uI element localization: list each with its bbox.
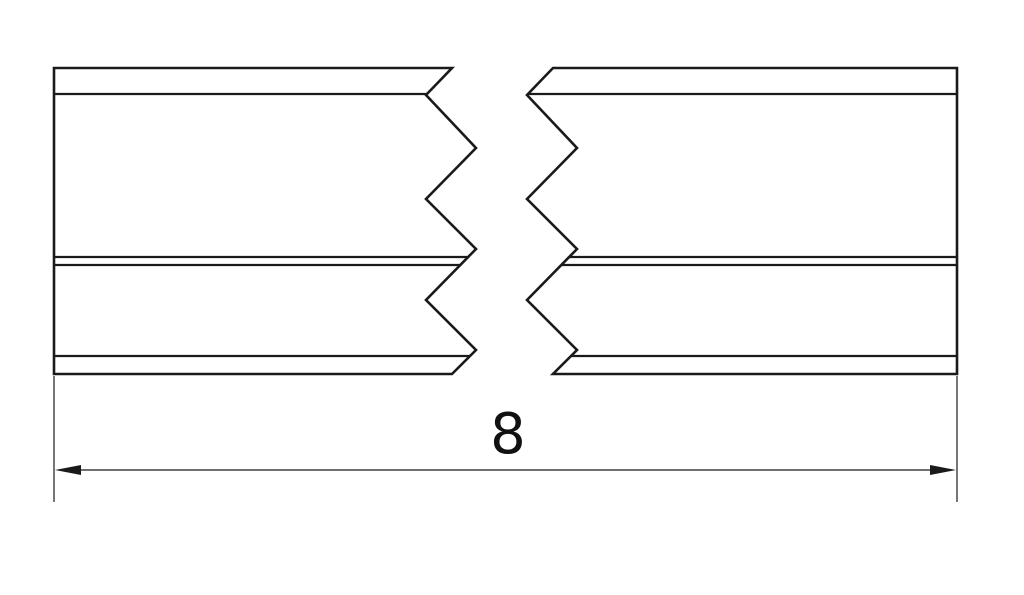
dimension-annotation — [53, 376, 958, 502]
right-segment — [525, 66, 959, 376]
dimension-arrow-left — [55, 465, 81, 475]
dimension-label: 8 — [490, 402, 526, 467]
left-segment — [52, 66, 478, 376]
dimension-arrow-right — [930, 465, 956, 475]
right-segment-outline — [525, 66, 959, 376]
left-segment-outline — [52, 66, 478, 376]
